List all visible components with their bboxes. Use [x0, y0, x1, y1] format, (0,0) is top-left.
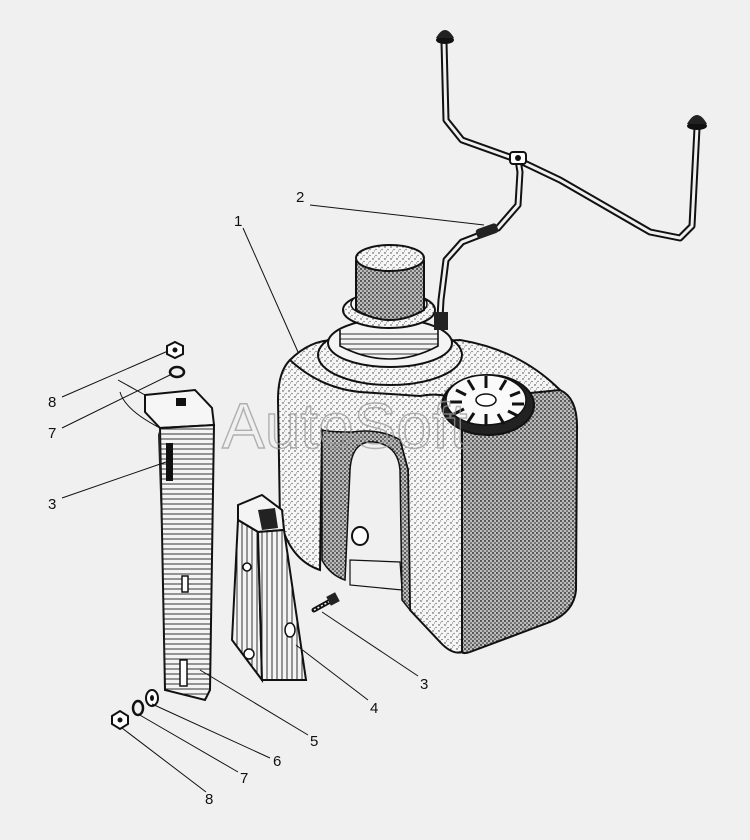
callout-5: 5: [310, 733, 318, 750]
watermark-text: AutoSoft: [222, 390, 468, 462]
leader-lines: [61, 204, 485, 793]
callout-6: 6: [273, 753, 281, 770]
bolt-icon: [311, 592, 340, 613]
callout-4: 4: [370, 700, 378, 717]
tube-clamp-icon: [475, 223, 499, 239]
filler-cap-icon: [441, 374, 535, 436]
pump-assembly: [317, 244, 463, 386]
callout-7-top: 7: [48, 425, 56, 442]
nut-icon: [166, 340, 184, 360]
flat-washer-icon: [145, 689, 159, 707]
spring-washer-icon: [131, 699, 145, 717]
callout-7-bottom: 7: [240, 770, 248, 787]
callout-1: 1: [234, 213, 242, 230]
spring-washer-icon: [168, 365, 186, 379]
mounting-bracket: [117, 379, 216, 702]
profile-channel: [230, 493, 308, 684]
callout-8-bottom: 8: [205, 791, 213, 808]
callout-2: 2: [296, 189, 304, 206]
callout-8-top: 8: [48, 394, 56, 411]
callout-3-bracket: 3: [48, 496, 56, 513]
callout-3-bolt: 3: [420, 676, 428, 693]
nozzle-icon: [436, 30, 707, 130]
tee-connector-icon: [509, 151, 527, 165]
nut-icon: [111, 709, 129, 731]
washer-tube-assembly: [436, 38, 701, 322]
